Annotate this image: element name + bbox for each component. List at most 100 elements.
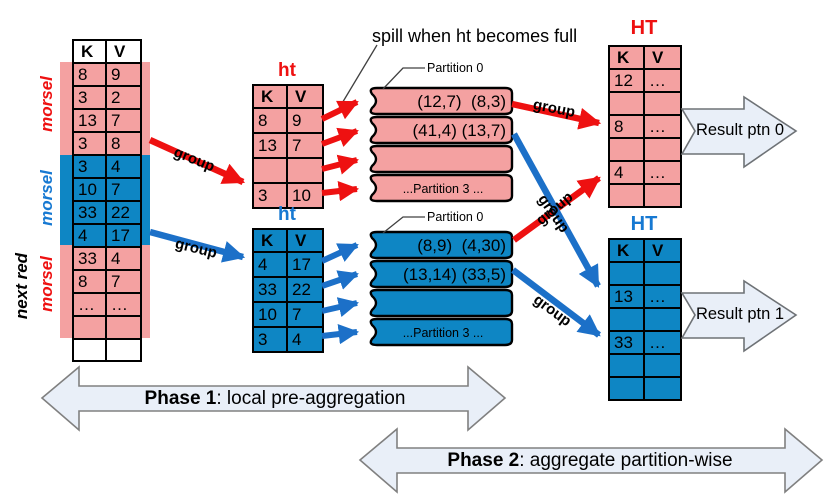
cell: 8 bbox=[252, 107, 288, 134]
phase1-bold: Phase 1 bbox=[144, 388, 217, 409]
cell: 7 bbox=[286, 301, 324, 328]
spill-arrow-blue-0 bbox=[320, 242, 359, 264]
cell bbox=[286, 157, 324, 184]
spill-arrow-red-2 bbox=[321, 154, 359, 175]
cell: 4 bbox=[286, 326, 324, 353]
spill-note: spill when ht becomes full bbox=[372, 26, 578, 46]
strip-blue-3-text: ...Partition 3 ... bbox=[402, 326, 484, 340]
cell: 17 bbox=[105, 223, 142, 248]
next-red-label: next red bbox=[12, 252, 31, 320]
cell bbox=[105, 315, 142, 340]
cell bbox=[72, 338, 107, 362]
cell: 9 bbox=[105, 62, 142, 87]
cell: 3 bbox=[72, 85, 107, 110]
big-ht-red-title: HT bbox=[630, 17, 658, 39]
cell: 8 bbox=[72, 269, 107, 294]
partition0-blue-callout-line bbox=[382, 216, 425, 234]
cell bbox=[608, 376, 645, 401]
group-label-3: group bbox=[531, 96, 577, 121]
cell: … bbox=[643, 68, 682, 93]
morsel-label-red-1: morsel bbox=[37, 76, 56, 132]
partition-strip-red-2 bbox=[369, 144, 514, 174]
cell: … bbox=[643, 330, 682, 355]
spill-arrow-blue-3 bbox=[321, 323, 360, 345]
cell bbox=[608, 91, 645, 116]
cell: 4 bbox=[252, 251, 288, 278]
group-label-2: group bbox=[173, 235, 219, 262]
col-header-v: V bbox=[643, 45, 682, 70]
cell: 3 bbox=[252, 182, 288, 209]
partition0-blue-label: Partition 0 bbox=[427, 210, 484, 224]
cell: 22 bbox=[286, 276, 324, 303]
cell: 7 bbox=[105, 269, 142, 294]
partition-strip-blue-2 bbox=[369, 288, 514, 318]
strip-blue-0-text: (8,9) (4,30) bbox=[417, 236, 506, 255]
cell bbox=[608, 261, 645, 286]
cell bbox=[643, 307, 682, 332]
cell: 3 bbox=[72, 131, 107, 156]
cell: … bbox=[105, 292, 142, 317]
group-label-1: group bbox=[171, 143, 218, 176]
morsel-label-red-2: morsel bbox=[37, 256, 56, 312]
phase2-label: Phase 2: aggregate partition-wise bbox=[420, 450, 760, 472]
phase1-label: Phase 1: local pre-aggregation bbox=[90, 388, 460, 410]
spill-arrow-blue-1 bbox=[321, 270, 359, 290]
spill-arrow-red-0 bbox=[320, 99, 359, 122]
col-header-k: K bbox=[608, 45, 645, 70]
cell: 13 bbox=[72, 108, 107, 133]
cell bbox=[643, 183, 682, 208]
cell bbox=[608, 137, 645, 162]
cell: 17 bbox=[286, 251, 324, 278]
result-ptn1-label: Result ptn 1 bbox=[695, 305, 785, 323]
partition0-red-label: Partition 0 bbox=[427, 61, 484, 75]
cell bbox=[643, 261, 682, 286]
spill-arrow-blue-2 bbox=[321, 297, 359, 318]
cell: 12 bbox=[608, 68, 645, 93]
spill-arrow-red-3 bbox=[321, 180, 360, 202]
cell: 8 bbox=[72, 62, 107, 87]
cell: 2 bbox=[105, 85, 142, 110]
cell: 13 bbox=[608, 284, 645, 309]
cell: 33 bbox=[72, 200, 107, 225]
strip-red-0-text: (12,7) (8,3) bbox=[417, 92, 506, 111]
strip-blue-1-text: (13,14) (33,5) bbox=[403, 265, 506, 284]
cell bbox=[608, 183, 645, 208]
result-ptn0-label: Result ptn 0 bbox=[695, 121, 785, 139]
col-header-k: K bbox=[252, 228, 288, 253]
morsel-label-blue: morsel bbox=[37, 170, 56, 226]
cell bbox=[72, 315, 107, 340]
cell: 3 bbox=[72, 154, 107, 179]
cell bbox=[643, 91, 682, 116]
cell: 8 bbox=[105, 131, 142, 156]
cell bbox=[608, 353, 645, 378]
phase1-rest: : local pre-aggregation bbox=[216, 388, 406, 409]
strip-red-3-text: ...Partition 3 ... bbox=[402, 182, 484, 196]
cell: 7 bbox=[105, 108, 142, 133]
cell bbox=[252, 157, 288, 184]
col-header-k: K bbox=[252, 84, 288, 109]
cell bbox=[643, 376, 682, 401]
cell: 13 bbox=[252, 132, 288, 159]
col-header-k: K bbox=[72, 39, 107, 64]
cell: … bbox=[643, 114, 682, 139]
cell: 9 bbox=[286, 107, 324, 134]
cell: 33 bbox=[252, 276, 288, 303]
cell: … bbox=[643, 160, 682, 185]
ht-blue-title: ht bbox=[278, 204, 296, 225]
spill-callout-line bbox=[337, 44, 378, 111]
spill-arrow-red-1 bbox=[320, 127, 359, 147]
group-label-6: group bbox=[530, 291, 575, 330]
cell: 8 bbox=[608, 114, 645, 139]
col-header-v: V bbox=[643, 238, 682, 263]
col-header-k: K bbox=[608, 238, 645, 263]
cell bbox=[105, 338, 142, 362]
cell: 10 bbox=[252, 301, 288, 328]
cell: 7 bbox=[105, 177, 142, 202]
cell: 4 bbox=[72, 223, 107, 248]
cell: 10 bbox=[72, 177, 107, 202]
